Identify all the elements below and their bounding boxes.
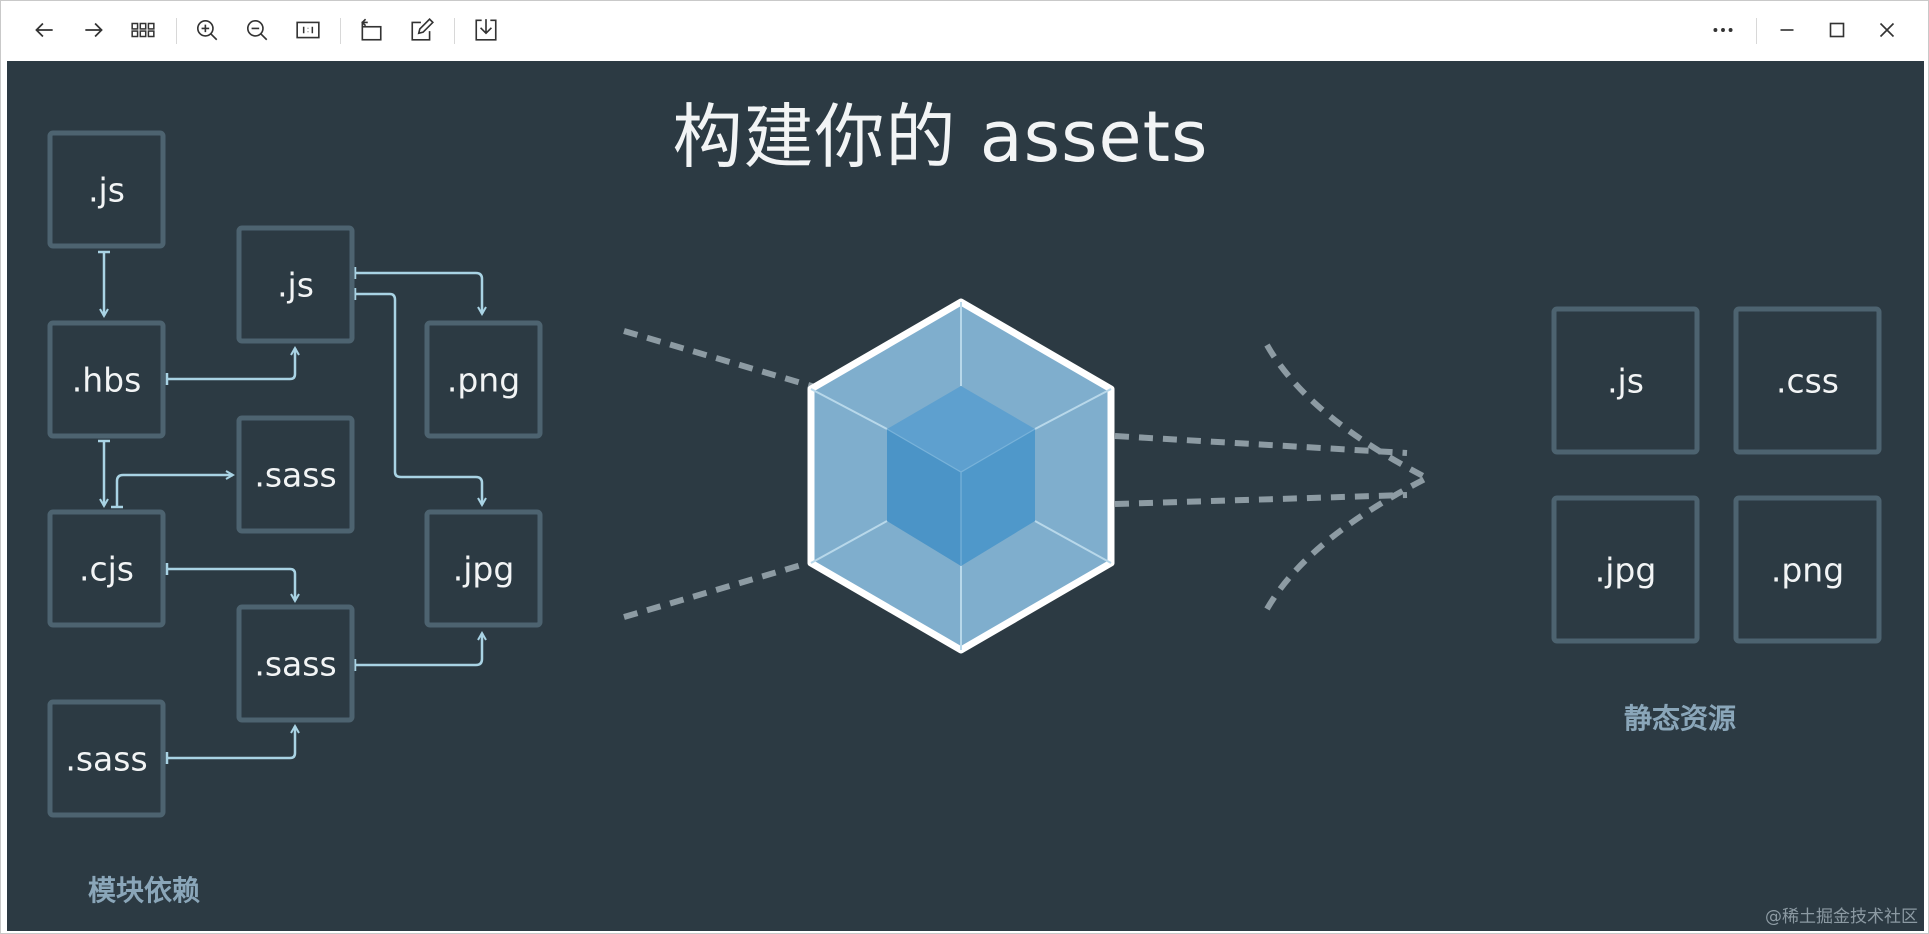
asset-box-1: .js <box>1551 306 1700 455</box>
zoom-in-button[interactable] <box>189 12 225 48</box>
back-button[interactable] <box>26 12 62 48</box>
module-box-8: .png <box>424 320 543 439</box>
maximize-icon <box>1829 22 1845 38</box>
webpack-cube-logo <box>807 298 1115 654</box>
diagram: .js .hbs .cjs .sass .js .sass .sass .png .jpg <box>47 130 1882 818</box>
module-box-2: .hbs <box>47 320 166 439</box>
more-icon <box>1713 28 1733 32</box>
module-box-3: .cjs <box>47 509 166 628</box>
module-box-9: .jpg <box>424 509 543 628</box>
module-box-1: .js <box>47 130 166 249</box>
asset-box-label: .jpg <box>1595 550 1657 589</box>
module-box-5: .js <box>236 225 355 344</box>
forward-button[interactable] <box>76 12 112 48</box>
module-dependencies-caption: 模块依赖 <box>88 874 201 907</box>
actual-size-icon <box>296 21 320 39</box>
rotate-icon <box>361 18 382 41</box>
rotate-button[interactable] <box>353 12 389 48</box>
module-box-label: .js <box>277 265 314 304</box>
maximize-button[interactable] <box>1819 12 1855 48</box>
close-button[interactable] <box>1869 12 1905 48</box>
minimize-icon <box>1780 29 1794 31</box>
watermark: @稀土掘金技术社区 <box>1765 907 1918 927</box>
module-box-label: .js <box>88 170 125 209</box>
module-box-7: .sass <box>236 604 355 723</box>
module-box-label: .sass <box>65 739 147 778</box>
actual-size-button[interactable] <box>290 12 326 48</box>
module-box-label: .jpg <box>453 549 515 588</box>
edit-icon <box>411 18 434 41</box>
module-box-label: .sass <box>254 644 336 683</box>
module-box-4: .sass <box>47 699 166 818</box>
asset-box-label: .js <box>1607 361 1644 400</box>
zoom-in-icon <box>196 19 218 41</box>
arrow-left-icon <box>35 22 53 38</box>
thumbnails-button[interactable] <box>125 12 161 48</box>
dependency-arrows <box>104 252 482 758</box>
more-button[interactable] <box>1705 12 1741 48</box>
asset-box-label: .png <box>1771 550 1844 589</box>
arrow-right-icon <box>85 22 103 38</box>
funnel-lines <box>623 328 1429 620</box>
minimize-button[interactable] <box>1769 12 1805 48</box>
edit-button[interactable] <box>404 12 440 48</box>
module-box-label: .cjs <box>79 549 134 588</box>
download-icon <box>475 19 497 41</box>
download-button[interactable] <box>468 12 504 48</box>
grid-icon <box>131 22 155 38</box>
module-box-label: .sass <box>254 455 336 494</box>
close-icon <box>1879 22 1895 38</box>
module-box-label: .hbs <box>72 360 142 399</box>
asset-box-3: .jpg <box>1551 495 1700 644</box>
module-box-label: .png <box>447 360 520 399</box>
module-box-6: .sass <box>236 415 355 534</box>
zoom-out-button[interactable] <box>239 12 275 48</box>
image-canvas: 构建你的 assets <box>7 61 1924 931</box>
asset-box-label: .css <box>1776 361 1839 400</box>
asset-box-4: .png <box>1733 495 1882 644</box>
static-assets-caption: 静态资源 <box>1624 702 1737 735</box>
slide-title: 构建你的 assets <box>672 96 1209 178</box>
toolbar <box>1 1 1928 61</box>
zoom-out-icon <box>246 19 268 41</box>
asset-box-2: .css <box>1733 306 1882 455</box>
